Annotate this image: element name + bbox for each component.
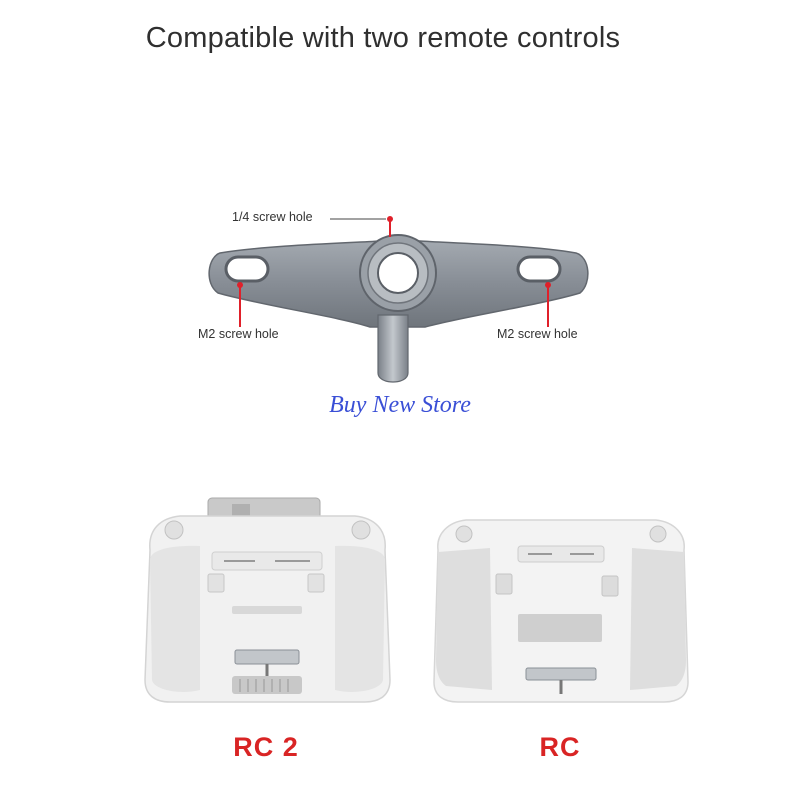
controller-label-rc2: RC 2 xyxy=(233,732,299,762)
remote-controller-rc2-illustration xyxy=(144,497,391,703)
page-headline: Compatible with two remote controls xyxy=(145,22,621,54)
mount-bracket-illustration xyxy=(208,216,589,383)
controller-label-rc: RC xyxy=(539,732,581,762)
store-watermark: Buy New Store xyxy=(329,392,471,418)
callout-quarter-inch-screw-hole: 1/4 screw hole xyxy=(232,210,313,224)
callout-right-m2-screw-hole: M2 screw hole xyxy=(497,327,578,341)
callout-left-m2-screw-hole: M2 screw hole xyxy=(198,327,279,341)
remote-controller-rc-illustration xyxy=(433,519,689,703)
